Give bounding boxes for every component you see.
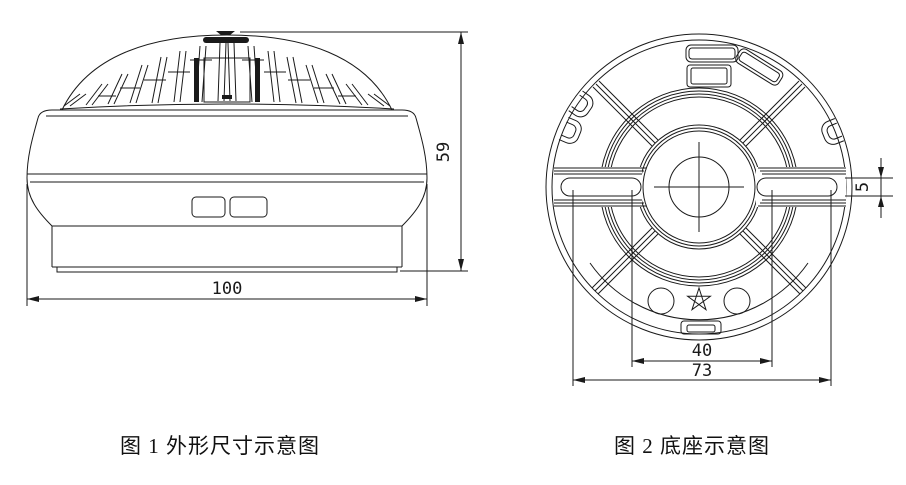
dim-outer-span-arrow-right [819,377,831,383]
detector-fin-bar-left [194,58,199,102]
dim-height-arrow-bottom [458,259,464,271]
star-emblem [686,286,712,312]
slot-band-mask-right [756,167,846,207]
dim-span-extension-lines [572,190,832,386]
dim-height-value: 59 [434,142,454,162]
detector-bottom-edge [52,266,402,273]
figure1-dimensions: 100 59 [26,31,468,306]
figure2-caption: 图 2 底座示意图 [614,434,770,458]
center-crosshair [654,142,744,232]
base-lower-recess-arc [589,262,809,321]
detector-center-mark [222,95,232,99]
mounting-slot-left [560,177,642,197]
detector-shoulder-top [46,109,408,117]
base-spokes [591,80,807,295]
dim-outer-span-value: 73 [692,361,712,381]
dim-width-arrow-left [27,296,39,302]
screw-hole-right [723,287,751,315]
figure1-caption: 图 1 外形尺寸示意图 [120,434,320,458]
bottom-tab [680,320,722,335]
detector-fin-bar-right [255,58,260,102]
dim-width-arrow-right [415,296,427,302]
mounting-clip-right [821,118,845,145]
dim-slot-value: 5 [853,182,873,192]
dim-slot-extension-lines [845,177,893,197]
figure2-base-view [545,33,853,341]
detector-center-chamber [203,57,251,103]
detector-body-seams [27,173,427,227]
slot-band-mask-left [554,167,642,207]
mounting-clip-upper-left-2 [558,116,582,144]
apex-mark [216,31,235,35]
dim-inner-span-arrow-right [760,358,772,364]
detector-fin-base-arc [59,103,395,110]
slot-band-edges-right [758,167,846,207]
figure1-detector-side-view [26,31,428,273]
led-window-right [229,196,268,218]
dim-width-extension-lines [26,184,428,306]
brand-logo-mark [203,37,249,43]
dim-height-arrow-top [458,32,464,44]
mounting-slot-right [756,177,838,197]
dim-outer-span-arrow-left [573,377,585,383]
mounting-clip-upper-left-1 [568,90,594,118]
dim-width-value: 100 [212,279,243,299]
detector-body-left [26,109,53,267]
dim-inner-span-arrow-left [632,358,644,364]
led-window-left [191,196,226,218]
figure2-dimensions: 40 73 5 [572,158,893,386]
dim-inner-span-value: 40 [692,341,712,361]
dim-height-extension-lines [240,31,468,272]
dim-slot-arrow-top [878,167,884,178]
base-outer-circle [545,33,853,341]
detector-body-right [401,109,428,267]
slot-band-edges-left [554,167,646,207]
screw-hole-left [647,287,675,315]
dim-slot-arrow-bottom [878,196,884,207]
terminal-block [685,44,784,88]
